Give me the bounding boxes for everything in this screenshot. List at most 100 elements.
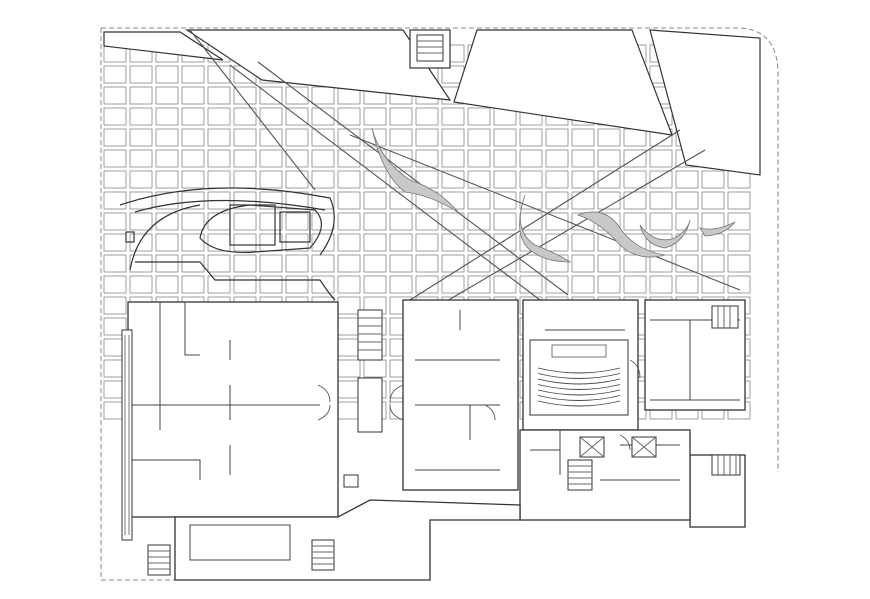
paving-tile: [259, 233, 283, 252]
paving-tile: [597, 191, 621, 210]
west-facade: [121, 329, 133, 541]
paving-tile: [155, 65, 179, 84]
paving-tile: [415, 233, 439, 252]
paving-tile: [337, 254, 361, 273]
rotunda-core: [229, 204, 276, 246]
paving-tile: [337, 359, 361, 378]
paving-tile: [597, 275, 621, 294]
paving-tile: [571, 275, 595, 294]
paving-tile: [311, 254, 335, 273]
paving-tile: [337, 191, 361, 210]
paving-tile: [727, 254, 751, 273]
paving-tile: [519, 254, 543, 273]
paving-tile: [363, 254, 387, 273]
stair-icon: [147, 544, 171, 576]
paving-tile: [181, 86, 205, 105]
paving-tile: [259, 107, 283, 126]
paving-tile: [285, 212, 309, 231]
stair-icon: [711, 454, 741, 476]
planter-east: [649, 29, 761, 176]
paving-tile: [207, 170, 231, 189]
paving-tile: [311, 149, 335, 168]
planter-center: [453, 29, 673, 136]
paving-tile: [649, 254, 673, 273]
paving-tile: [519, 149, 543, 168]
paving-tile: [545, 212, 569, 231]
paving-tile: [285, 170, 309, 189]
paving-tile: [181, 65, 205, 84]
paving-tile: [389, 275, 413, 294]
paving-tile: [389, 149, 413, 168]
paving-tile: [103, 233, 127, 252]
paving-tile: [103, 254, 127, 273]
paving-tile: [129, 254, 153, 273]
paving-tile: [337, 317, 361, 336]
paving-tile: [363, 170, 387, 189]
walkway-path: [189, 29, 316, 191]
gallery: [402, 299, 519, 491]
interior-walls: [130, 302, 740, 561]
paving-tile: [207, 149, 231, 168]
paving-tile: [701, 275, 725, 294]
paving-tile: [129, 65, 153, 84]
paving-tile: [207, 86, 231, 105]
stage: [551, 344, 607, 358]
paving-tile: [493, 212, 517, 231]
paving-tile: [181, 170, 205, 189]
paving-tile: [493, 254, 517, 273]
paving-tile: [701, 233, 725, 252]
paving-tile: [259, 212, 283, 231]
walkway-path: [439, 149, 706, 306]
paving-tile: [129, 128, 153, 147]
walkway-path: [229, 64, 541, 301]
seat-row: [537, 395, 621, 401]
paving-tile: [103, 191, 127, 210]
paving-tile: [103, 296, 127, 315]
paving-tile: [181, 149, 205, 168]
paving-tile: [181, 128, 205, 147]
leaf-sculpture: [519, 194, 572, 263]
elevator-icon: [579, 436, 605, 458]
paving-tile: [233, 128, 257, 147]
paving-tile: [337, 338, 361, 357]
paving-tile: [415, 212, 439, 231]
paving-tile: [597, 149, 621, 168]
walkway-path: [409, 129, 681, 301]
paving-tile: [571, 254, 595, 273]
paving-tile: [337, 149, 361, 168]
paving-tile: [493, 170, 517, 189]
paving-tile: [233, 254, 257, 273]
auditorium-seating: [529, 339, 629, 416]
paving-tile: [571, 170, 595, 189]
paving-tile: [311, 275, 335, 294]
paving-tile: [103, 128, 127, 147]
paving-tile: [389, 254, 413, 273]
elevator-icon: [631, 436, 657, 458]
paving-tile: [363, 191, 387, 210]
seat-row: [537, 400, 621, 407]
paving-tile: [103, 149, 127, 168]
paving-tile: [363, 128, 387, 147]
paving-tile: [389, 233, 413, 252]
paving-tile: [233, 86, 257, 105]
paving-tile: [727, 191, 751, 210]
stair-icon: [567, 459, 593, 491]
paving-tile: [285, 254, 309, 273]
paving-tile: [155, 107, 179, 126]
paving-tile: [467, 170, 491, 189]
paving-tile: [311, 170, 335, 189]
paving-tile: [207, 212, 231, 231]
paving-tile: [545, 191, 569, 210]
planter-northwest: [185, 29, 452, 101]
paving-tile: [311, 86, 335, 105]
paving-tile: [675, 191, 699, 210]
paving-tile: [571, 149, 595, 168]
paving-tile: [415, 107, 439, 126]
paving-tile: [467, 254, 491, 273]
paving-tile: [467, 275, 491, 294]
seat-row: [537, 378, 621, 385]
paving-tile: [207, 254, 231, 273]
paving-tile: [623, 191, 647, 210]
seat-row: [537, 384, 621, 390]
paving-tile: [259, 170, 283, 189]
